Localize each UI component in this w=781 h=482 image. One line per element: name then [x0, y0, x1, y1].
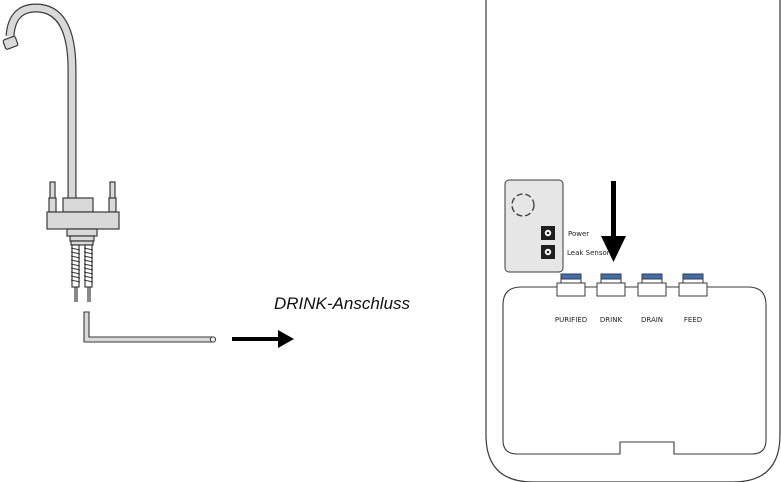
drink-connection-label: DRINK-Anschluss	[274, 294, 411, 313]
faucet-body-top	[62, 197, 94, 213]
faucet-handle-base-right	[108, 197, 117, 213]
faucet-spout-fill	[6, 4, 76, 212]
faucet-body	[46, 211, 120, 230]
leak-sensor-label: Leak Sensor	[567, 249, 610, 257]
faucet-threads	[70, 244, 94, 288]
faucet-handle-base-left	[48, 197, 57, 213]
port-label-feed: FEED	[684, 316, 702, 324]
power-label: Power	[568, 230, 589, 238]
arrow-down	[601, 181, 626, 262]
drink-tube	[83, 311, 213, 343]
faucet-washer	[70, 240, 94, 246]
purifier-unit: Power Leak Sensor	[485, 0, 781, 482]
lower-compartment	[502, 286, 767, 455]
faucet-flange	[69, 235, 95, 242]
port-label-drain: DRAIN	[641, 316, 663, 324]
faucet-illustration	[2, 3, 120, 302]
faucet-handle-left	[49, 181, 56, 201]
arrow-right	[232, 330, 294, 348]
faucet-spout	[5, 3, 77, 212]
faucet-base	[66, 228, 98, 237]
port-label-drink: DRINK	[600, 316, 623, 324]
drink-tube-end	[209, 336, 217, 343]
faucet-handle-right	[109, 181, 116, 201]
faucet-aerator	[2, 35, 19, 50]
status-light-ring	[511, 193, 535, 217]
unit-housing	[485, 0, 781, 482]
port-label-purified: PURIFIED	[555, 316, 587, 324]
